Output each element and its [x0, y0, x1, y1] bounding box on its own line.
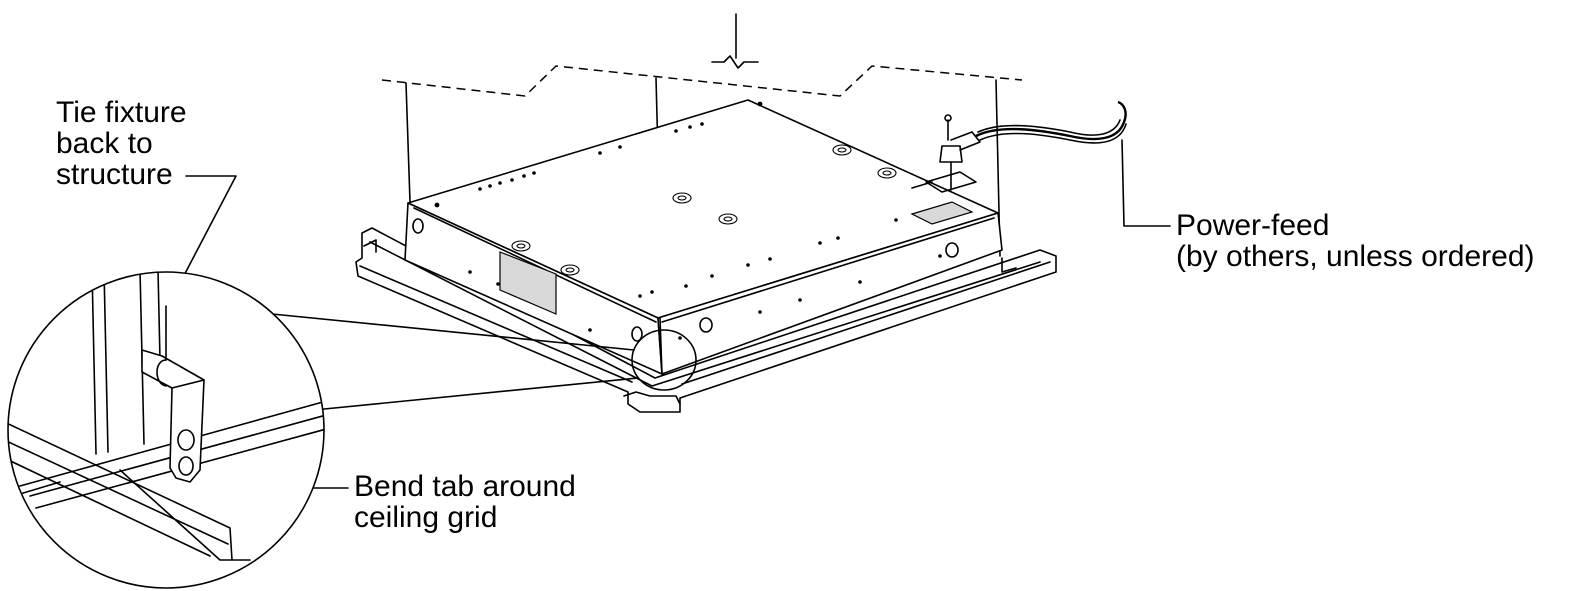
power-feed-whip: [939, 100, 1127, 191]
fixture-housing: [404, 99, 1003, 375]
structure-dashed-line: [381, 13, 1023, 97]
tie-fixture-line-2: back to: [56, 127, 153, 160]
bend-tab-line-1: Bend tab around: [354, 470, 576, 503]
tie-fixture-line-3: structure: [56, 158, 173, 191]
ceiling-grid: [355, 227, 1057, 413]
tie-fixture-label: Tie fixture back to structure: [56, 97, 187, 190]
detail-callout: [271, 313, 697, 411]
bend-tab-line-2: ceiling grid: [354, 501, 498, 534]
mounting-holes: [434, 101, 942, 340]
bend-tab-label: Bend tab around ceiling grid: [354, 471, 576, 533]
power-feed-label: Power-feed (by others, unless ordered): [1176, 210, 1535, 272]
tie-fixture-line-1: Tie fixture: [56, 96, 187, 129]
detail-view: [7, 271, 325, 589]
power-feed-line-2: (by others, unless ordered): [1176, 240, 1535, 273]
power-feed-line-1: Power-feed: [1176, 209, 1330, 242]
